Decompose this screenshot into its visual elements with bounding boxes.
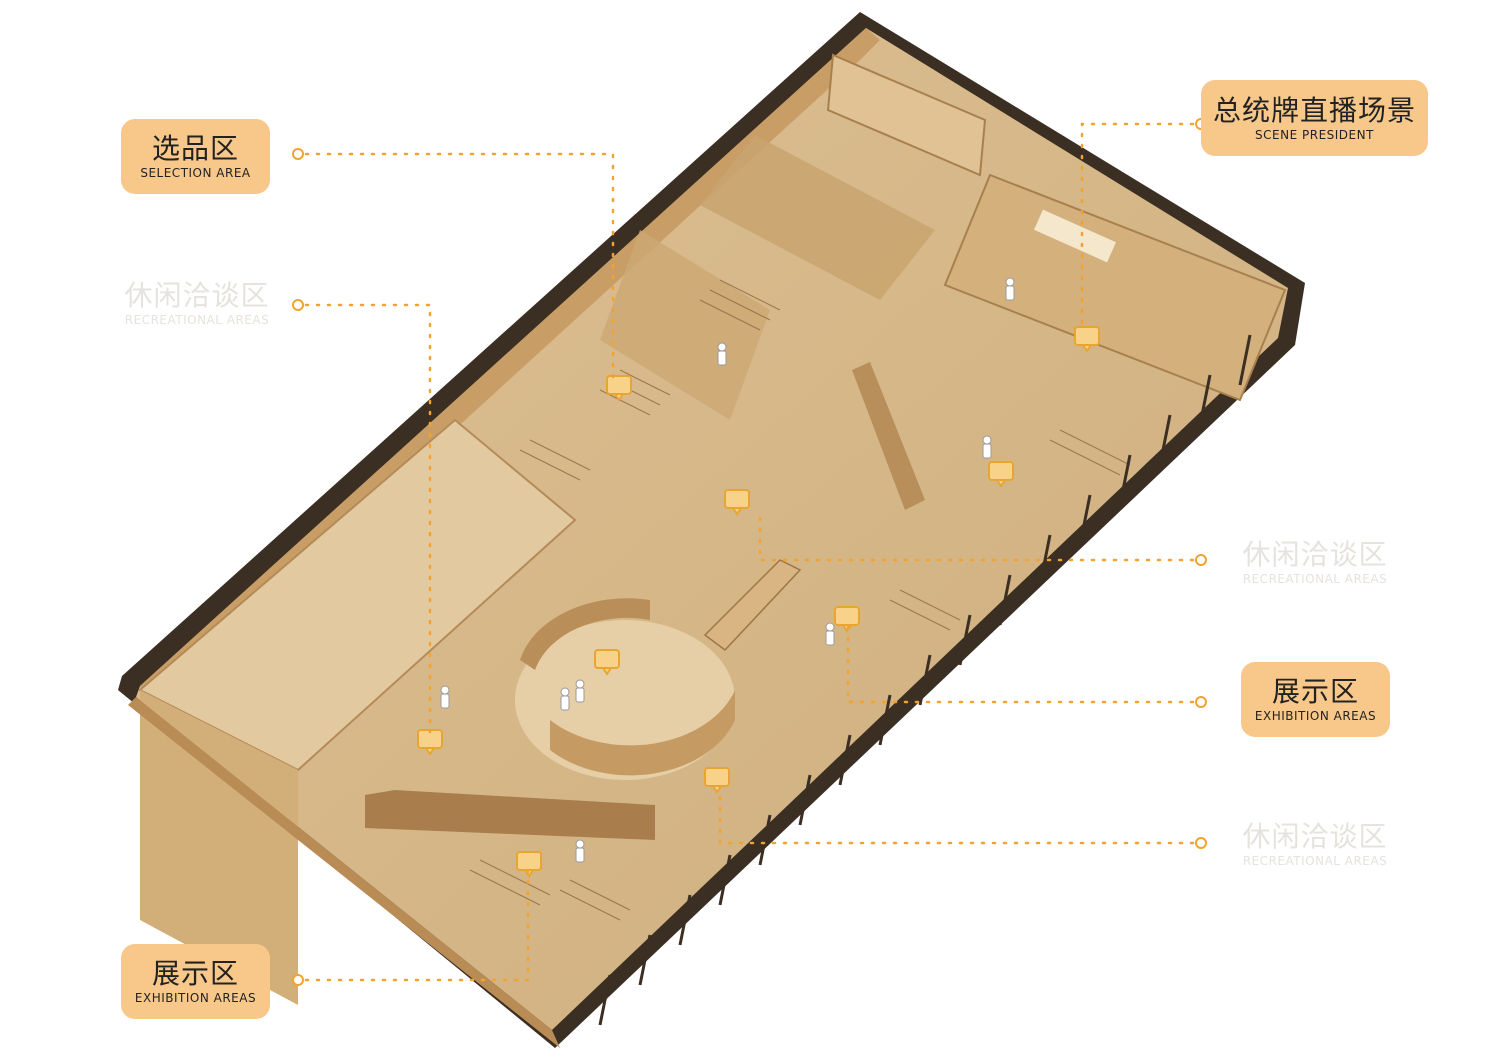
- label-zh: 休闲洽谈区: [1242, 819, 1388, 853]
- label-zh: 展示区: [151, 957, 239, 990]
- label-recreational-area-left: 休闲洽谈区 RECREATIONAL AREAS: [121, 273, 273, 333]
- label-zh: 选品区: [151, 132, 239, 165]
- label-exhibition-area-right: 展示区 EXHIBITION AREAS: [1241, 662, 1390, 737]
- label-recreational-area-right-2: 休闲洽谈区 RECREATIONAL AREAS: [1238, 816, 1392, 872]
- chat-marker-icon: [417, 326, 1100, 878]
- label-en: EXHIBITION AREAS: [134, 991, 257, 1005]
- label-zh: 总统牌直播场景: [1212, 93, 1416, 127]
- live-stage-window: [1033, 209, 1117, 263]
- label-selection-area: 选品区 SELECTION AREA: [121, 119, 270, 194]
- leader-lines: [304, 122, 1195, 982]
- diagonal-wall-center: [852, 362, 925, 510]
- label-en: SELECTION AREA: [140, 166, 251, 180]
- label-en: RECREATIONAL AREAS: [1242, 853, 1388, 868]
- label-zh: 展示区: [1271, 675, 1359, 708]
- partition-selection: [700, 135, 935, 300]
- person-figure-icon: [440, 277, 1015, 863]
- long-counter: [703, 559, 802, 652]
- label-zh: 休闲洽谈区: [124, 278, 270, 312]
- live-room-block: [826, 53, 987, 177]
- label-zh: 休闲洽谈区: [1242, 537, 1388, 571]
- label-exhibition-area-left: 展示区 EXHIBITION AREAS: [121, 944, 270, 1019]
- label-en: EXHIBITION AREAS: [1254, 709, 1377, 723]
- label-scene-president: 总统牌直播场景 SCENE PRESIDENT: [1201, 80, 1428, 156]
- partition-mid: [600, 230, 770, 420]
- storage-room-left: [138, 418, 577, 772]
- circular-lounge-wall-front: [550, 690, 735, 776]
- front-wall: [128, 697, 560, 1048]
- live-stage-room: [943, 173, 1287, 402]
- label-en: SCENE PRESIDENT: [1255, 127, 1374, 142]
- storage-room-left-wall: [140, 690, 298, 1005]
- label-en: RECREATIONAL AREAS: [124, 312, 270, 327]
- right-ribbed-facade: [598, 299, 1292, 1026]
- label-recreational-area-right-1: 休闲洽谈区 RECREATIONAL AREAS: [1238, 534, 1392, 590]
- circular-lounge-wall: [520, 598, 650, 670]
- diagonal-wall-lower: [365, 790, 655, 840]
- label-en: RECREATIONAL AREAS: [1242, 571, 1388, 586]
